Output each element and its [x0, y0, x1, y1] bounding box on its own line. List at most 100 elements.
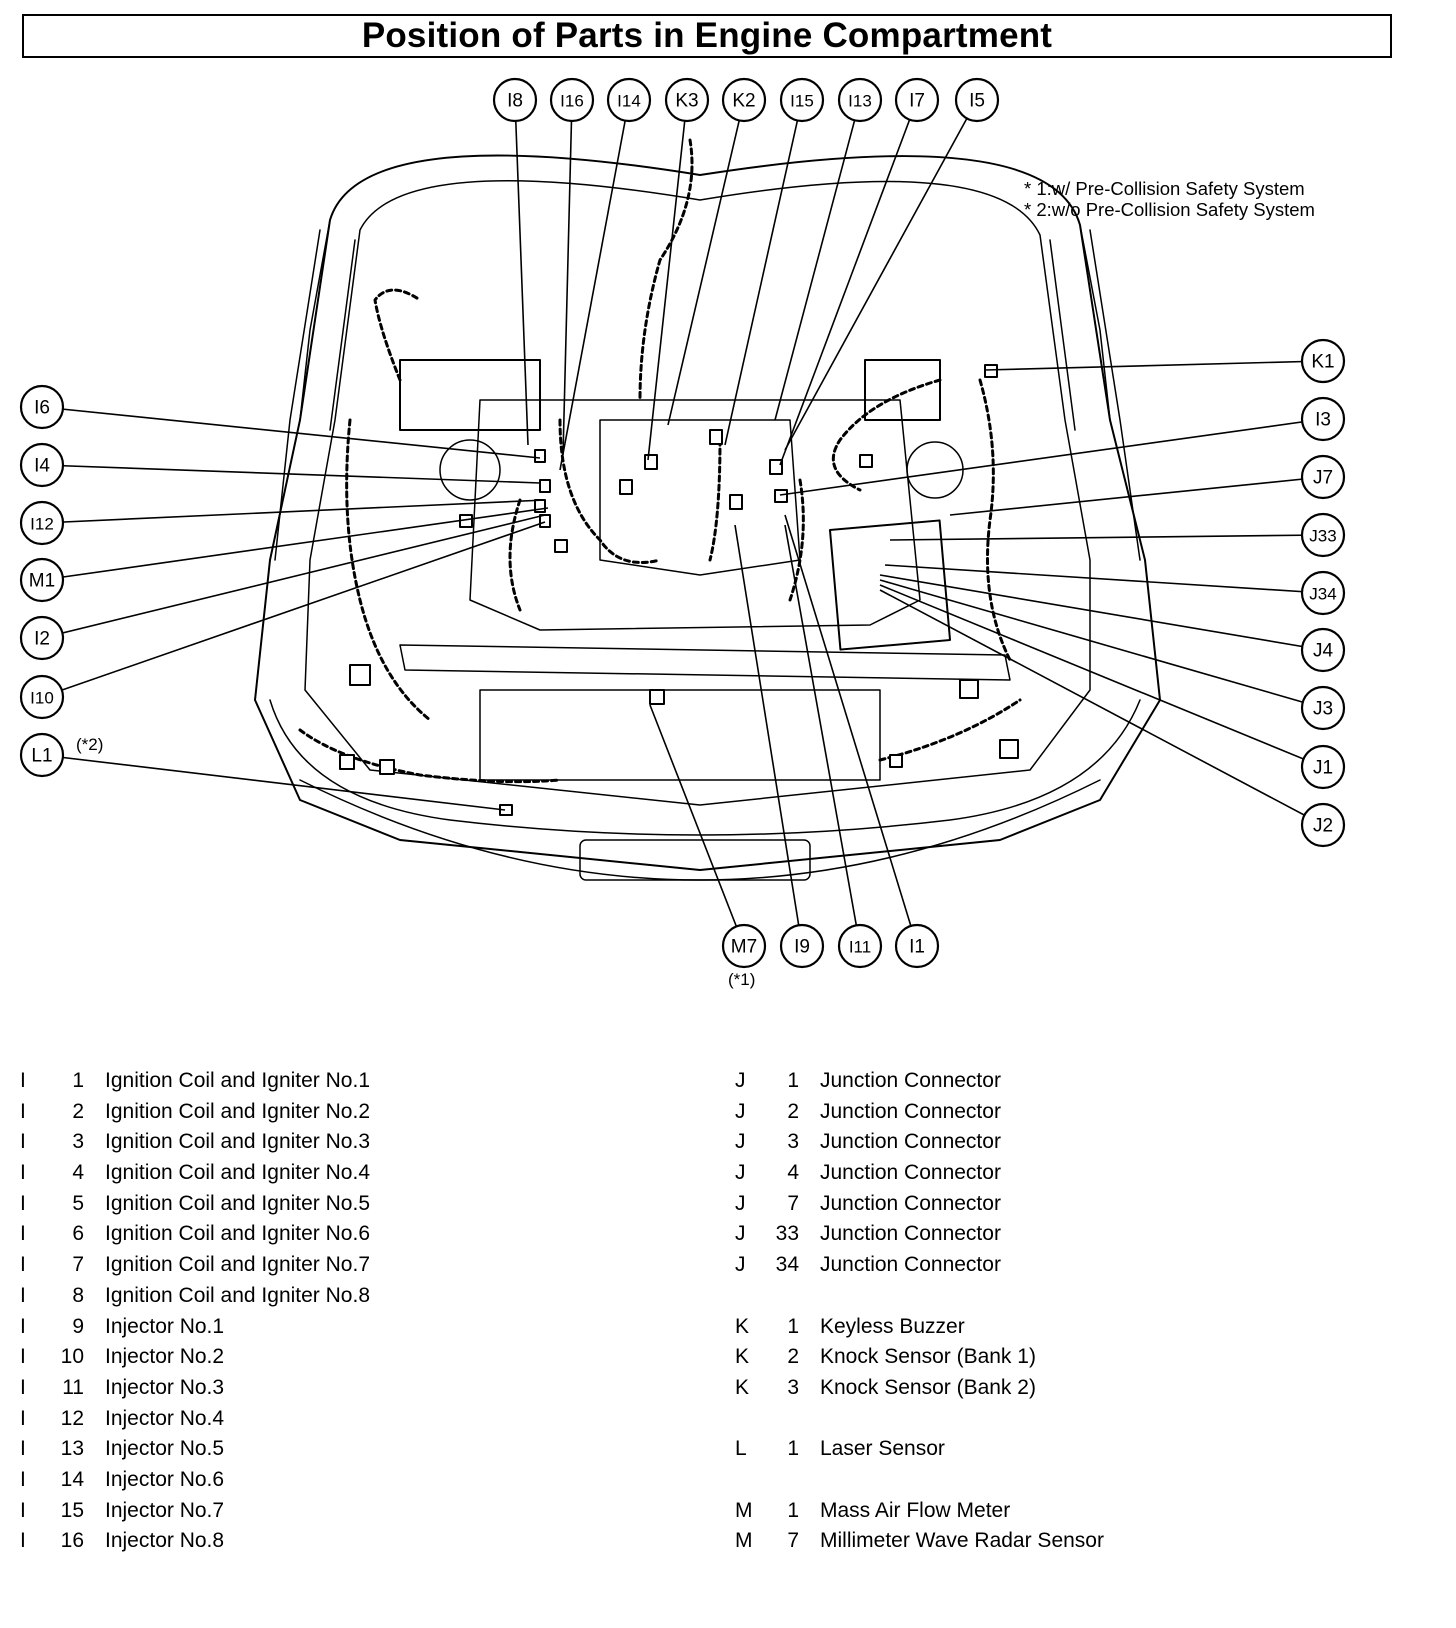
- intake-manifold: [599, 419, 801, 576]
- leader-k2: [667, 99, 745, 426]
- callout-label: L1: [31, 746, 52, 767]
- callout-m7: M7: [721, 923, 767, 969]
- callout-label: J33: [1309, 527, 1336, 546]
- leader-i7: [779, 99, 918, 466]
- legend-number: 12: [60, 1406, 84, 1430]
- legend-number: 15: [60, 1498, 84, 1522]
- legend-number: 14: [60, 1467, 84, 1491]
- legend-description: Junction Connector: [820, 1069, 1001, 1092]
- callout-label: J34: [1309, 585, 1336, 604]
- legend-letter: L: [735, 1437, 747, 1461]
- callout-circle: [19, 442, 65, 488]
- legend-letter: I: [20, 1253, 26, 1277]
- legend-number: 2: [72, 1099, 84, 1123]
- legend-letter: I: [20, 1069, 26, 1092]
- callout-circle: [721, 923, 767, 969]
- footnotes: * 1:w/ Pre-Collision Safety System * 2:w…: [1024, 178, 1315, 220]
- hood-outline: [254, 154, 1161, 871]
- legend-letter: J: [735, 1253, 746, 1277]
- bumper-lower: [299, 779, 1101, 881]
- legend-description: Knock Sensor (Bank 2): [820, 1375, 1036, 1399]
- legend-letter: J: [735, 1099, 746, 1123]
- legend-letter: K: [735, 1345, 750, 1369]
- legend-description: Injector No.4: [105, 1406, 225, 1430]
- leader-i1: [784, 514, 918, 947]
- legend-number: 8: [72, 1283, 84, 1307]
- legend-description: Keyless Buzzer: [820, 1314, 965, 1338]
- callout-label: I14: [617, 92, 641, 111]
- legend-description: Laser Sensor: [820, 1437, 945, 1461]
- legend-number: 7: [787, 1529, 799, 1553]
- legend-number: 9: [72, 1314, 84, 1338]
- legend-letter: M: [735, 1498, 753, 1522]
- callout-j2: J2: [1300, 802, 1346, 848]
- callout-i16: I16: [549, 77, 595, 123]
- callout-label: J4: [1313, 641, 1334, 662]
- leader-i14: [559, 99, 630, 471]
- legend-letter: I: [20, 1161, 26, 1185]
- legend-number: 4: [72, 1161, 84, 1185]
- leader-m7: [649, 704, 745, 947]
- legend-letter: I: [20, 1406, 26, 1430]
- callout-label: I3: [1315, 410, 1331, 431]
- callout-label: J7: [1313, 468, 1333, 489]
- legend-number: 7: [787, 1191, 799, 1215]
- leader-i6: [41, 406, 541, 459]
- leader-i12: [41, 499, 546, 524]
- callout-i15: I15: [779, 77, 825, 123]
- callout-circle: [1300, 338, 1346, 384]
- wire-harness: [298, 138, 1022, 784]
- grille-lower: [579, 839, 811, 881]
- legend-number: 4: [787, 1161, 799, 1185]
- callout-j34: J34: [1300, 570, 1346, 616]
- leader-j34: [884, 564, 1324, 594]
- radiator: [479, 689, 881, 781]
- callout-circle: [894, 923, 940, 969]
- callout-j1: J1: [1300, 744, 1346, 790]
- callout-circle: [19, 674, 65, 720]
- legend-letter: I: [20, 1529, 26, 1553]
- legend-letter: I: [20, 1375, 26, 1399]
- callout-circle: [19, 732, 65, 778]
- callout-label: K1: [1311, 352, 1334, 373]
- callout-circle: [549, 77, 595, 123]
- callout-i9: I9: [779, 923, 825, 969]
- callout-i1: I1: [894, 923, 940, 969]
- callout-i5: I5: [954, 77, 1000, 123]
- callout-label: I16: [560, 92, 584, 111]
- leader-i3: [779, 418, 1324, 496]
- leader-j2: [879, 589, 1324, 826]
- legend-letter: J: [735, 1069, 746, 1092]
- legend-spacer: [735, 1404, 1104, 1435]
- radiator-support: [399, 644, 1011, 681]
- leader-i5: [784, 99, 978, 451]
- legend-description: Ignition Coil and Igniter No.1: [105, 1069, 370, 1092]
- callout-label: I15: [790, 92, 814, 111]
- callout-label: I7: [909, 91, 925, 112]
- leader-j33: [889, 534, 1324, 541]
- legend-number: 1: [787, 1437, 799, 1461]
- leader-lines: [41, 99, 1324, 947]
- air-cleaner: [864, 359, 941, 421]
- legend-description: Junction Connector: [820, 1161, 1001, 1185]
- legend-letter: K: [735, 1375, 750, 1399]
- fender-right: [1049, 224, 1141, 561]
